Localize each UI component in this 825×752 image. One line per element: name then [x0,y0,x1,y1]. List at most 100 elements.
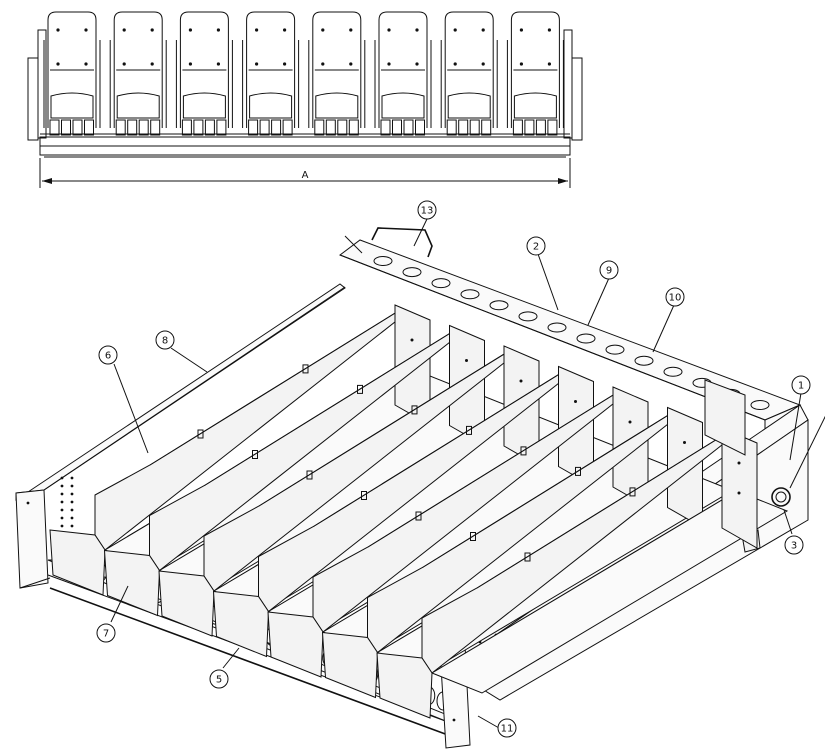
callout-balloon-10: 10 [665,287,685,307]
pivot-hole [255,62,259,66]
mount-hole [70,508,74,512]
left-plate-holes [26,476,74,528]
callout-balloon-8: 8 [155,330,175,350]
divider-clip [411,405,418,415]
seat-column [109,11,167,136]
back-rail-front-edge [339,254,766,421]
divider-clip [415,511,422,521]
dimension-arrow-left [42,178,52,184]
left-plate-bottom [19,577,51,589]
lane-dividers [49,304,789,719]
left-end-plate [15,489,49,589]
right-side-bracket [571,57,583,141]
roller-segment [115,119,126,136]
seat-column [374,11,432,136]
pivot-hole [415,28,419,32]
callout-balloon-2: 2 [526,236,546,256]
roller-segment [282,119,293,136]
roller-segment [392,119,402,136]
tube-hole [663,366,683,377]
pivot-hole [150,28,154,32]
mount-hole [60,492,64,496]
seat-column [242,11,300,136]
roller-segment [259,119,270,136]
callout-number: 9 [606,266,612,277]
pivot-hole [415,62,419,66]
pivot-hole [283,28,287,32]
tube-hole [402,267,422,278]
roller-segment [337,119,348,136]
divider-clip [302,364,309,374]
roller-segment [512,119,523,136]
mount-hole [60,516,64,520]
seat-columns [40,11,570,136]
roller-segment [446,119,457,136]
callout-balloon-11: 11 [497,718,517,738]
callout-number: 13 [421,206,434,217]
handle-arrow-line [344,235,363,254]
tube-hole [547,322,567,333]
dimension-label-a: A [302,170,309,181]
pivot-hole [481,28,485,32]
carry-handle [371,227,433,258]
roller-segment [138,119,149,136]
pivot-hole [321,62,325,66]
pivot-hole [84,62,88,66]
roller-segment [271,119,282,136]
roller-segment [547,119,558,136]
roller-segment [524,119,535,136]
adjust-knob-inner [775,491,787,503]
roller-segment [61,119,71,136]
roller-segment [181,119,192,136]
mount-hole [60,508,64,512]
pivot-hole [188,28,192,32]
callout-leaders [110,218,825,729]
callout-balloon-7: 7 [96,623,116,643]
pivot-hole [122,62,126,66]
roller-segment [415,119,425,136]
pivot-hole [122,28,126,32]
mount-hole [60,484,64,488]
divider-clip [470,532,476,541]
callout-number: 5 [216,675,222,686]
mount-hole [70,492,74,496]
callout-number: 1 [798,381,804,392]
seat-column [440,11,498,136]
divider-clip [197,429,204,439]
pivot-hole [349,28,353,32]
divider-clip [520,446,527,456]
divider-clip [361,491,367,500]
divider-clip [306,470,313,480]
left-rail-edge [43,286,346,491]
pivot-hole [283,62,287,66]
tube-hole [489,300,509,311]
mount-hole [26,501,30,505]
pivot-hole [255,28,259,32]
divider-clip [466,425,472,435]
pivot-hole [387,62,391,66]
roller-segment [314,119,325,136]
pivot-hole [216,62,220,66]
callout-balloon-3: 3 [784,535,804,555]
callout-number: 7 [103,629,109,640]
mount-hole [70,524,74,528]
roller-segment [204,119,215,136]
tube-hole [576,333,596,344]
front-rail-bottom-edge [49,587,449,736]
left-side-wall [37,29,47,139]
roller-segment [127,119,138,136]
tube-hole [518,311,538,322]
callout-balloon-5: 5 [209,669,229,689]
roller-segment [481,119,492,136]
seat-column [308,11,366,136]
roller-segment [325,119,336,136]
callout-number: 11 [501,724,514,735]
callout-number: 10 [669,293,682,304]
roller-segment [348,119,359,136]
pivot-hole [150,62,154,66]
tube-holes [373,256,770,410]
mount-hole [70,484,74,488]
left-side-bracket [27,57,39,141]
